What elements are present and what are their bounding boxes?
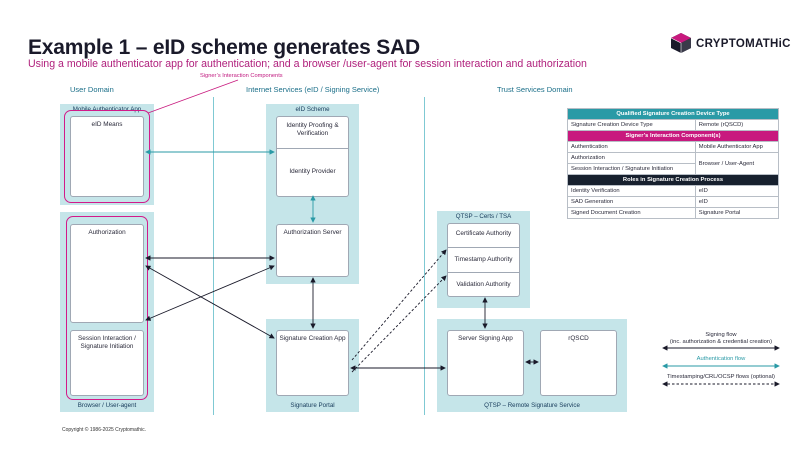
authorization-server-label: Authorization Server: [283, 229, 342, 236]
table-row: Identity Verification eID: [567, 185, 780, 197]
domain-divider: [424, 97, 425, 415]
signers-interaction-callout: Signer’s Interaction Components: [200, 73, 283, 79]
copyright-text: Copyright © 1986-2025 Cryptomathic.: [62, 427, 147, 433]
logo-wordmark: CRYPTOMATHiC: [696, 38, 791, 50]
user-domain-label: User Domain: [70, 85, 114, 94]
table-row: Authorization Browser / User-Agent: [567, 152, 780, 175]
table-row: Signed Document Creation Signature Porta…: [567, 207, 780, 219]
box-divider: [276, 148, 349, 149]
domain-divider: [213, 97, 214, 415]
signature-process-table: Qualified Signature Creation Device Type…: [567, 108, 780, 219]
table-row: SAD Generation eID: [567, 196, 780, 208]
qtsp-certs-inner-box: [447, 223, 520, 297]
trust-domain-label: Trust Services Domain: [497, 85, 573, 94]
interaction-component-outline: [66, 216, 148, 400]
eid-means-label: eID Means: [91, 121, 123, 128]
table-header-roles: Roles in Signature Creation Process: [567, 174, 779, 186]
signature-portal-label: Signature Portal: [290, 402, 335, 409]
session-interaction-box: [70, 330, 144, 396]
authorization-server-box: [276, 224, 349, 277]
table-header-device-type: Qualified Signature Creation Device Type: [567, 108, 779, 120]
rqscd-box: [540, 330, 617, 396]
certificate-authority-label: Certificate Authority: [455, 230, 512, 237]
box-divider: [447, 247, 520, 248]
legend-timestamping-label: Timestamping/CRL/OCSP flows (optional): [667, 374, 775, 380]
signing-flow-diagonal-1: [145, 265, 275, 321]
legend-signing-note: (inc. authorization & credential creatio…: [669, 339, 773, 345]
eid-scheme-inner-box: [276, 116, 349, 197]
mobile-authenticator-label: Mobile Authenticator App: [72, 106, 142, 113]
session-interaction-label: Session Interaction / Signature Initiati…: [78, 335, 136, 351]
table-header-interaction: Signer’s Interaction Component(s): [567, 130, 779, 142]
server-signing-app-box: [447, 330, 524, 396]
eid-scheme-label: eID Scheme: [295, 106, 330, 113]
interaction-component-outline: [64, 110, 150, 203]
timestamping-flow-1: [351, 249, 447, 361]
cryptomathic-logo-icon: [670, 33, 691, 53]
signature-creation-app-box: [276, 330, 349, 396]
legend-signing-label: Signing flow: [705, 332, 737, 338]
browser-label: Browser / User-agent: [77, 402, 137, 409]
authorization-label: Authorization: [88, 229, 126, 236]
identity-provider-label: Identity Provider: [289, 168, 336, 175]
qtsp-certs-label: QTSP – Certs / TSA: [455, 213, 512, 220]
legend-authentication-label: Authentication flow: [696, 356, 746, 362]
page-title: Example 1 – eID scheme generates SAD: [28, 36, 420, 59]
signature-creation-app-label: Signature Creation App: [279, 335, 346, 342]
authorization-box: [70, 224, 144, 323]
remote-signature-service-label: QTSP – Remote Signature Service: [484, 402, 580, 409]
timestamp-authority-label: Timestamp Authority: [454, 256, 513, 263]
eid-means-box: [70, 116, 144, 197]
table-row: Signature Creation Device Type Remote (r…: [567, 119, 780, 131]
validation-authority-label: Validation Authority: [456, 281, 511, 288]
box-divider: [447, 272, 520, 273]
rqscd-label: rQSCD: [568, 335, 589, 342]
page-subtitle: Using a mobile authenticator app for aut…: [28, 58, 587, 70]
server-signing-app-label: Server Signing App: [458, 335, 513, 342]
callout-leader: [147, 79, 239, 114]
internet-domain-label: Internet Services (eID / Signing Service…: [246, 85, 380, 94]
signing-flow-diagonal-2: [145, 265, 275, 339]
table-row: Authentication Mobile Authenticator App: [567, 141, 780, 153]
timestamping-flow-2: [351, 275, 447, 373]
identity-proofing-label: Identity Proofing & Verification: [286, 122, 339, 138]
